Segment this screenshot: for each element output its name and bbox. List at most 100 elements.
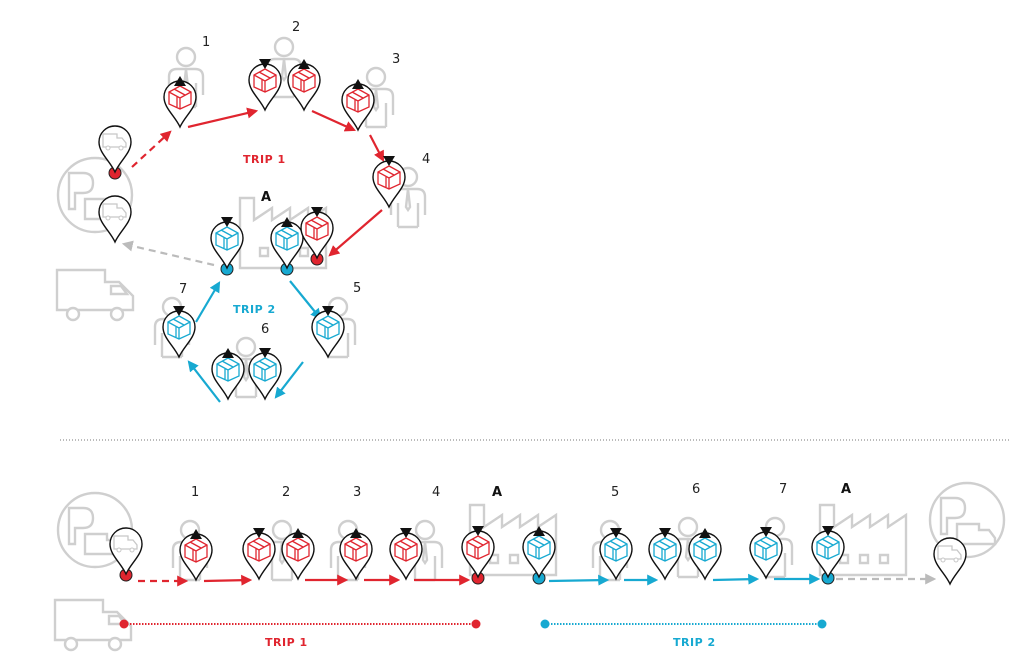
stop-number: 6: [261, 322, 269, 337]
package-icon: [168, 85, 192, 110]
pickup-arrow-icon: [222, 348, 234, 358]
dropoff-arrow-icon: [659, 528, 671, 538]
stop-number: 1: [191, 485, 199, 500]
pin-icon: [163, 76, 197, 129]
pickup-arrow-icon: [699, 528, 711, 538]
pin-icon: [109, 527, 143, 582]
package-icon: [292, 68, 316, 93]
pin-icon: [522, 526, 556, 585]
package-icon: [286, 537, 310, 562]
pin-icon: [179, 529, 213, 582]
package-icon: [215, 226, 239, 251]
truck-icon: [102, 133, 127, 151]
stop-number: 7: [779, 482, 787, 497]
package-icon: [394, 537, 418, 562]
package-icon: [604, 537, 628, 562]
package-icon: [253, 357, 277, 382]
trip1-arrows: [138, 574, 471, 587]
trip2-arrows: [548, 573, 821, 586]
stop-number: 2: [282, 485, 290, 500]
truck-icon: [937, 545, 962, 563]
truck-icon: [113, 535, 138, 553]
package-icon: [305, 216, 329, 241]
pin-icon: [248, 59, 282, 112]
dropoff-arrow-icon: [259, 59, 271, 69]
dropoff-arrow-icon: [383, 156, 395, 166]
pin-icon: [461, 526, 495, 585]
package-icon: [466, 535, 490, 560]
pin-icon: [300, 207, 334, 266]
stop-number: 6: [692, 482, 700, 497]
trip1-label: TRIP 1: [265, 636, 308, 649]
package-icon: [527, 535, 551, 560]
dropoff-arrow-icon: [259, 348, 271, 358]
trip2-label: TRIP 2: [673, 636, 716, 649]
package-icon: [184, 538, 208, 563]
stop-number: 5: [611, 485, 619, 500]
pickup-arrow-icon: [174, 76, 186, 86]
trip2-timeline: [540, 619, 827, 629]
package-icon: [247, 537, 271, 562]
pickup-arrow-icon: [350, 528, 362, 538]
trip1-arrows: [131, 107, 385, 257]
pin-icon: [389, 528, 423, 581]
trip1-label: TRIP 1: [243, 153, 286, 166]
stop-number: 7: [179, 282, 187, 297]
pickup-arrow-icon: [292, 528, 304, 538]
trip2-label: TRIP 2: [233, 303, 276, 316]
package-icon: [253, 68, 277, 93]
pin-icon: [749, 527, 783, 580]
pin-icon: [281, 528, 315, 581]
dropoff-arrow-icon: [760, 527, 772, 537]
pin-icon: [162, 306, 196, 359]
package-icon: [693, 537, 717, 562]
package-icon: [316, 315, 340, 340]
pin-icon: [98, 125, 132, 180]
pickup-arrow-icon: [298, 59, 310, 69]
pin-icon: [372, 156, 406, 209]
pin-icon: [210, 217, 244, 276]
dropoff-arrow-icon: [221, 217, 233, 227]
circular-view: TRIP 1 TRIP 2 A 1 2 3 4 5 6 7: [55, 20, 430, 403]
package-icon: [167, 315, 191, 340]
stop-number: 5: [353, 281, 361, 296]
pickup-arrow-icon: [281, 217, 293, 227]
stop-number: 1: [202, 35, 210, 50]
pin-icon: [211, 348, 245, 401]
package-icon: [344, 537, 368, 562]
package-icon: [653, 537, 677, 562]
pickup-arrow-icon: [533, 526, 545, 536]
dropoff-arrow-icon: [400, 528, 412, 538]
dropoff-arrow-icon: [253, 528, 265, 538]
depot-label: A: [261, 190, 271, 205]
truck-icon: [53, 598, 133, 652]
dropoff-arrow-icon: [472, 526, 484, 536]
package-icon: [216, 357, 240, 382]
stop-number: 4: [432, 485, 440, 500]
package-icon: [816, 535, 840, 560]
pin-icon: [688, 528, 722, 581]
pin-icon: [311, 306, 345, 359]
pickup-arrow-icon: [190, 529, 202, 539]
dropoff-arrow-icon: [311, 207, 323, 217]
stop-number: 3: [353, 485, 361, 500]
pin-icon: [248, 348, 282, 401]
pin-icon: [341, 79, 375, 132]
dropoff-arrow-icon: [610, 528, 622, 538]
stop-number: 3: [392, 52, 400, 67]
truck-icon: [102, 203, 127, 221]
pin-icon: [98, 195, 132, 244]
package-icon: [377, 165, 401, 190]
package-icon: [754, 536, 778, 561]
pin-icon: [270, 217, 304, 276]
trip1-timeline: [119, 619, 481, 629]
package-icon: [346, 88, 370, 113]
stop-number: 2: [292, 20, 300, 35]
stop-number: 4: [422, 152, 430, 167]
return-arrow: [121, 240, 215, 267]
trip2-arrows: [187, 280, 322, 403]
package-icon: [275, 226, 299, 251]
pin-icon: [287, 59, 321, 112]
pin-icon: [933, 537, 967, 586]
dropoff-arrow-icon: [822, 526, 834, 536]
